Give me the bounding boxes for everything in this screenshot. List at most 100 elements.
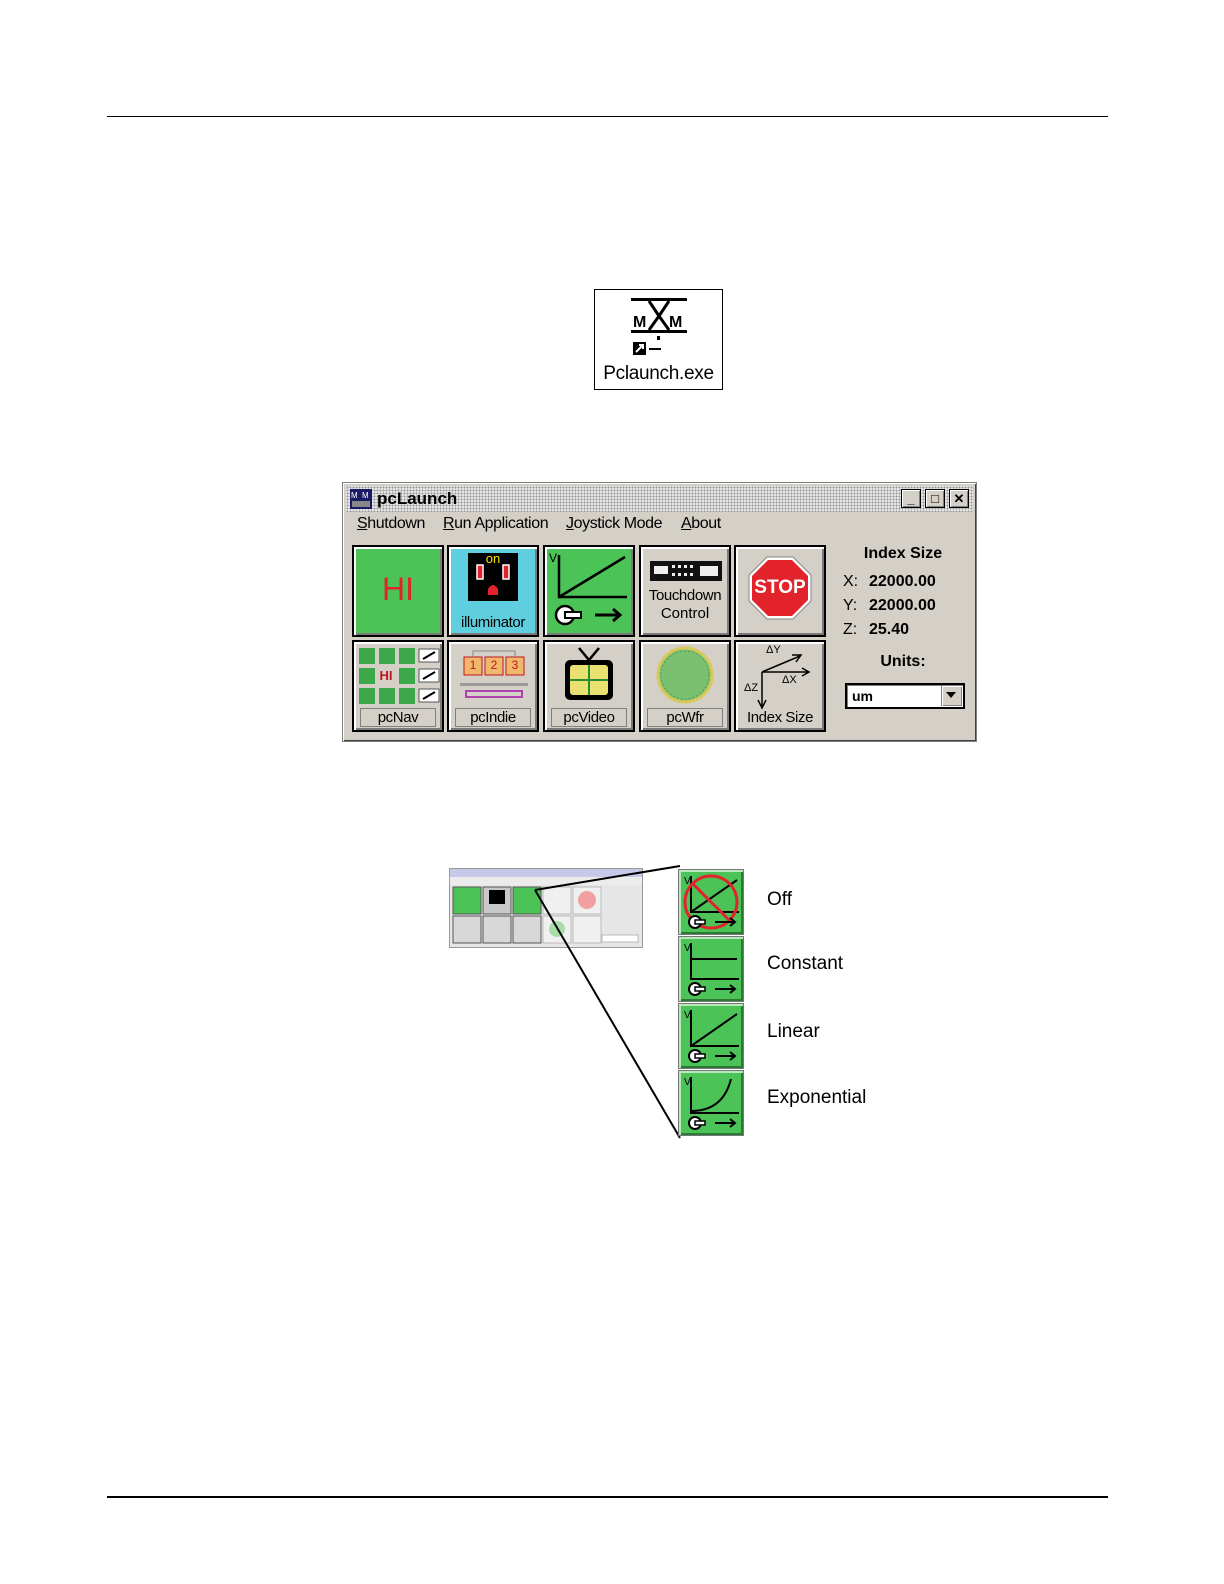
menu-about-mnemonic: A (681, 515, 691, 532)
mode-label-linear: Linear (767, 1021, 820, 1043)
units-label: Units: (837, 653, 969, 671)
pcwfr-button[interactable]: pcWfr (639, 640, 731, 732)
maximize-icon: □ (931, 491, 939, 506)
pcvideo-label: pcVideo (551, 708, 627, 727)
joystick-off-tile[interactable]: V (678, 869, 744, 935)
joystick-mode-list: V V V V (678, 868, 746, 1138)
pcindie-num-2: 2 (485, 658, 503, 672)
joystick-v-label: V (549, 551, 557, 565)
stop-label: STOP (736, 577, 824, 599)
joystick-linear-icon (545, 547, 633, 635)
menu-joystick-label: oystick Mode (574, 515, 663, 532)
tv-icon (559, 646, 619, 704)
joystick-exponential-tile[interactable]: V (678, 1070, 744, 1136)
title-bar[interactable]: M M pcLaunch _ □ ✕ (346, 486, 973, 512)
menu-joystick-mnemonic: J (566, 515, 574, 532)
joystick-constant-tile[interactable]: V (678, 936, 744, 1002)
minimize-icon: _ (907, 491, 914, 506)
svg-text:V: V (684, 943, 691, 954)
wafer-icon (655, 645, 715, 705)
pcnav-hi-label: HI (376, 668, 396, 683)
units-select[interactable]: um (845, 683, 965, 709)
menu-shutdown-mnemonic: S (357, 515, 367, 532)
delta-z-label: ΔZ (744, 682, 758, 694)
minimize-button[interactable]: _ (901, 489, 921, 508)
close-button[interactable]: ✕ (949, 489, 969, 508)
joystick-exponential-icon: V (679, 1071, 743, 1135)
units-value: um (852, 688, 873, 704)
pcwfr-label: pcWfr (647, 708, 723, 727)
svg-text:M: M (351, 491, 358, 500)
index-z-value: 25.40 (869, 621, 909, 638)
stop-button[interactable]: STOP (734, 545, 826, 637)
svg-text:V: V (684, 1077, 691, 1088)
app-icon: M M (350, 489, 372, 509)
svg-text:M: M (669, 314, 682, 331)
maximize-button[interactable]: □ (925, 489, 945, 508)
pcnav-button[interactable]: HI pcNav (352, 640, 444, 732)
mode-label-constant: Constant (767, 953, 843, 975)
menu-run-mnemonic: R (443, 515, 454, 532)
index-size-header: Index Size (837, 545, 969, 563)
touchdown-control-label: Control (641, 605, 729, 622)
dropdown-arrow-button[interactable] (941, 686, 962, 706)
index-size-panel: Index Size X:22000.00 Y:22000.00 Z:25.40… (837, 543, 969, 733)
pcindie-num-3: 3 (506, 658, 524, 672)
svg-text:V: V (684, 1010, 691, 1021)
index-size-button[interactable]: ΔY ΔX ΔZ Index Size (734, 640, 826, 732)
illuminator-label: illuminator (449, 614, 537, 631)
mini-window-preview (450, 869, 642, 947)
footer-rule (107, 1496, 1108, 1498)
mode-label-exponential: Exponential (767, 1087, 866, 1109)
window-title: pcLaunch (377, 489, 457, 509)
delta-x-label: ΔX (782, 674, 797, 686)
pcnav-label: pcNav (360, 708, 436, 727)
joystick-off-icon: V (679, 870, 743, 934)
index-x-value: 22000.00 (869, 573, 936, 590)
pclaunch-shortcut[interactable]: M M Pclaunch.exe (594, 289, 723, 390)
menu-run-application[interactable]: Run Application (443, 515, 548, 533)
illuminator-button[interactable]: on illuminator (447, 545, 539, 637)
index-x: X:22000.00 (843, 573, 936, 591)
svg-text:M: M (362, 491, 369, 500)
pclaunch-logo-icon: M M (629, 296, 689, 358)
index-z: Z:25.40 (843, 621, 909, 639)
hi-button[interactable]: HI (352, 545, 444, 637)
index-y: Y:22000.00 (843, 597, 936, 615)
menu-about-label: bout (691, 515, 721, 532)
mini-window-thumbnail (449, 868, 643, 948)
pcindie-num-1: 1 (464, 658, 482, 672)
delta-y-label: ΔY (766, 644, 781, 656)
close-icon: ✕ (954, 491, 965, 506)
joystick-linear-tile[interactable]: V (678, 1003, 744, 1069)
index-y-label: Y: (843, 597, 869, 615)
pcnav-arrows-icon (357, 646, 441, 706)
mode-label-off: Off (767, 889, 792, 911)
svg-text:M: M (633, 314, 646, 331)
shortcut-label: Pclaunch.exe (595, 363, 722, 385)
touchdown-label: Touchdown (641, 587, 729, 604)
menu-shutdown-label: hutdown (367, 515, 425, 532)
menu-joystick-mode[interactable]: Joystick Mode (566, 515, 662, 533)
hi-label: HI (354, 571, 442, 608)
index-y-value: 22000.00 (869, 597, 936, 614)
index-z-label: Z: (843, 621, 869, 639)
menu-about[interactable]: About (681, 515, 721, 533)
menu-shutdown[interactable]: Shutdown (357, 515, 425, 533)
header-rule (107, 116, 1108, 117)
pcindie-button[interactable]: 1 2 3 pcIndie (447, 640, 539, 732)
joystick-constant-icon: V (679, 937, 743, 1001)
touchdown-control-button[interactable]: Touchdown Control (639, 545, 731, 637)
pcvideo-button[interactable]: pcVideo (543, 640, 635, 732)
pcindie-label: pcIndie (455, 708, 531, 727)
menu-run-label: un Application (454, 515, 548, 532)
joystick-linear-mode-icon: V (679, 1004, 743, 1068)
touchdown-panel-icon (650, 561, 722, 581)
joystick-mode-button[interactable]: V (543, 545, 635, 637)
illuminator-on-label: on (449, 551, 537, 566)
pcindie-icon (454, 647, 534, 703)
pclaunch-window: M M pcLaunch _ □ ✕ Shutdown Run Applicat… (342, 482, 977, 742)
index-size-tile-label: Index Size (736, 709, 824, 726)
index-x-label: X: (843, 573, 869, 591)
